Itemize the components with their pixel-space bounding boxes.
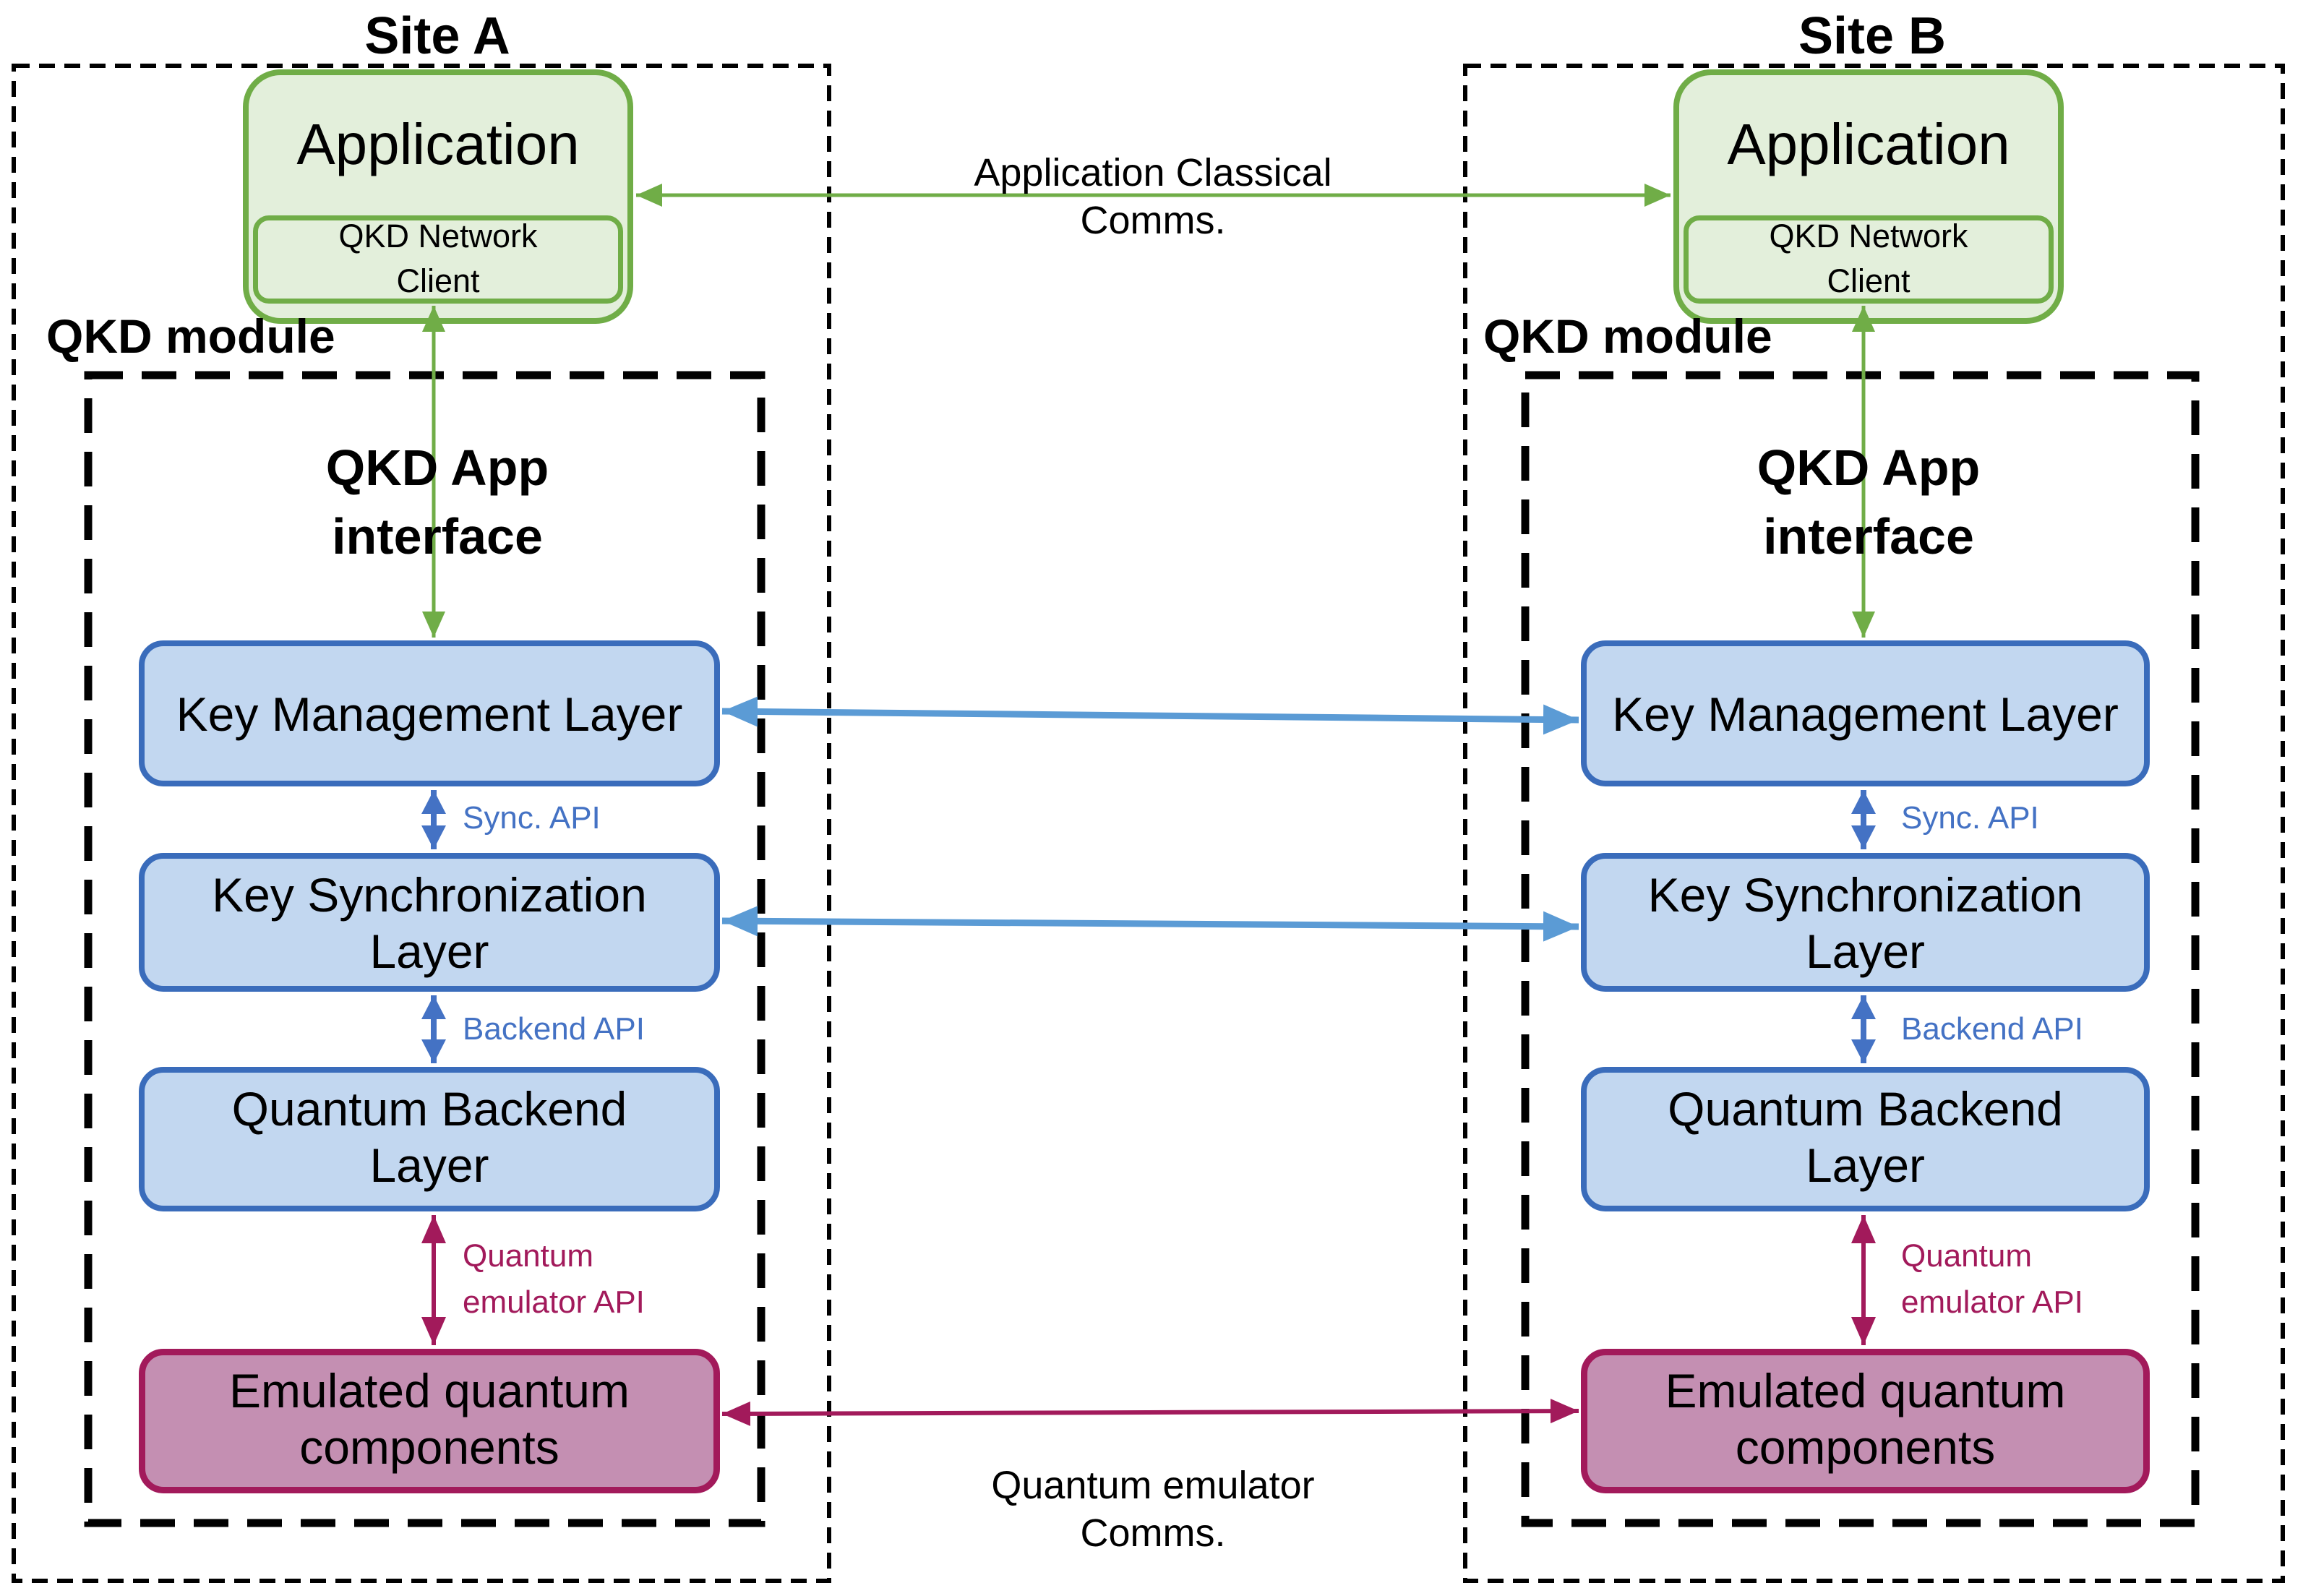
emulator-api-line2: emulator API — [463, 1284, 645, 1320]
qkd-app-interface-label-site-a: QKD App interface — [220, 434, 654, 571]
key-management-layer-box-site-b — [1581, 640, 2150, 786]
quantum-emulator-api-label-site-b: Quantum emulator API — [1901, 1233, 2083, 1326]
emulated-line1: Emulated quantum — [228, 1364, 630, 1417]
site-a-title: Site A — [364, 7, 510, 65]
key-synchronization-layer-label-site-b: Key Synchronization Layer — [1581, 867, 2150, 979]
key-sync-line1: Key Synchronization — [212, 868, 647, 922]
key-sync-line1: Key Synchronization — [1647, 868, 2083, 922]
qkd-network-client-label-site-a: QKD Network Client — [253, 214, 623, 304]
app-comms-line1: Application Classical — [974, 151, 1332, 194]
client-label-line2: Client — [1827, 262, 1910, 299]
quantum-backend-line2: Layer — [369, 1138, 489, 1192]
interface-label-line1: QKD App — [1757, 439, 1981, 496]
quantum-emulator-cross-arrow — [721, 1399, 1579, 1426]
sync-api-label-site-b: Sync. API — [1901, 800, 2039, 836]
emulated-quantum-components-box-site-a — [139, 1349, 720, 1493]
key-sync-line2: Layer — [369, 924, 489, 978]
key-synchronization-layer-box-site-b — [1581, 853, 2150, 992]
key-management-cross-arrow — [721, 696, 1579, 735]
quantum-backend-layer-label-site-a: Quantum Backend Layer — [139, 1081, 720, 1193]
key-management-layer-label-site-b: Key Management Layer — [1612, 687, 2119, 741]
qkd-network-client-label-site-b: QKD Network Client — [1684, 214, 2054, 304]
interface-label-line2: interface — [332, 508, 543, 565]
client-label-line1: QKD Network — [1769, 218, 1968, 254]
quantum-comms-line1: Quantum emulator — [991, 1464, 1315, 1507]
key-management-layer-box-site-a — [139, 640, 720, 786]
interface-label-line2: interface — [1763, 508, 1974, 565]
site-b-title: Site B — [1798, 7, 1947, 65]
backend-api-label-site-b: Backend API — [1901, 1011, 2083, 1047]
site-b-boundary — [1463, 64, 2285, 1583]
emulated-line1: Emulated quantum — [1665, 1364, 2066, 1417]
qkd-module-label-site-a: QKD module — [46, 309, 335, 363]
emulated-quantum-components-box-site-b — [1581, 1349, 2150, 1493]
qkd-module-label-site-b: QKD module — [1483, 309, 1772, 363]
app-comms-line2: Comms. — [1080, 199, 1226, 242]
quantum-backend-line1: Quantum Backend — [1668, 1082, 2063, 1136]
key-synchronization-layer-box-site-a — [139, 853, 720, 992]
quantum-backend-layer-box-site-a — [139, 1067, 720, 1211]
application-label-site-a: Application — [296, 112, 580, 176]
site-a-boundary — [12, 64, 831, 1583]
application-classical-comms-label: Application Classical Comms. — [936, 149, 1370, 244]
quantum-backend-line1: Quantum Backend — [231, 1082, 627, 1136]
emulated-line2: components — [299, 1420, 559, 1474]
key-sync-line2: Layer — [1805, 924, 1926, 978]
emulator-api-line2: emulator API — [1901, 1284, 2083, 1320]
application-label-site-b: Application — [1727, 112, 2010, 176]
client-label-line2: Client — [396, 262, 480, 299]
quantum-backend-layer-label-site-b: Quantum Backend Layer — [1581, 1081, 2150, 1193]
quantum-backend-line2: Layer — [1805, 1138, 1926, 1192]
key-synchronization-cross-arrow — [721, 906, 1579, 942]
emulator-api-line1: Quantum — [463, 1238, 593, 1274]
backend-api-label-site-a: Backend API — [463, 1011, 645, 1047]
quantum-emulator-comms-label: Quantum emulator Comms. — [936, 1462, 1370, 1557]
sync-api-label-site-a: Sync. API — [463, 800, 601, 836]
quantum-emulator-api-label-site-a: Quantum emulator API — [463, 1233, 645, 1326]
emulated-quantum-components-label-site-a: Emulated quantum components — [139, 1363, 720, 1475]
emulated-line2: components — [1735, 1420, 1996, 1474]
client-label-line1: QKD Network — [338, 218, 538, 254]
interface-label-line1: QKD App — [325, 439, 549, 496]
quantum-comms-line2: Comms. — [1080, 1511, 1226, 1555]
emulator-api-line1: Quantum — [1901, 1238, 2032, 1274]
qkd-app-interface-label-site-b: QKD App interface — [1652, 434, 2085, 571]
emulated-quantum-components-label-site-b: Emulated quantum components — [1581, 1363, 2150, 1475]
key-management-layer-label-site-a: Key Management Layer — [176, 687, 683, 741]
quantum-backend-layer-box-site-b — [1581, 1067, 2150, 1211]
key-synchronization-layer-label-site-a: Key Synchronization Layer — [139, 867, 720, 979]
qkd-network-client-box-site-b — [1684, 215, 2054, 304]
qkd-network-client-box-site-a — [253, 215, 623, 304]
